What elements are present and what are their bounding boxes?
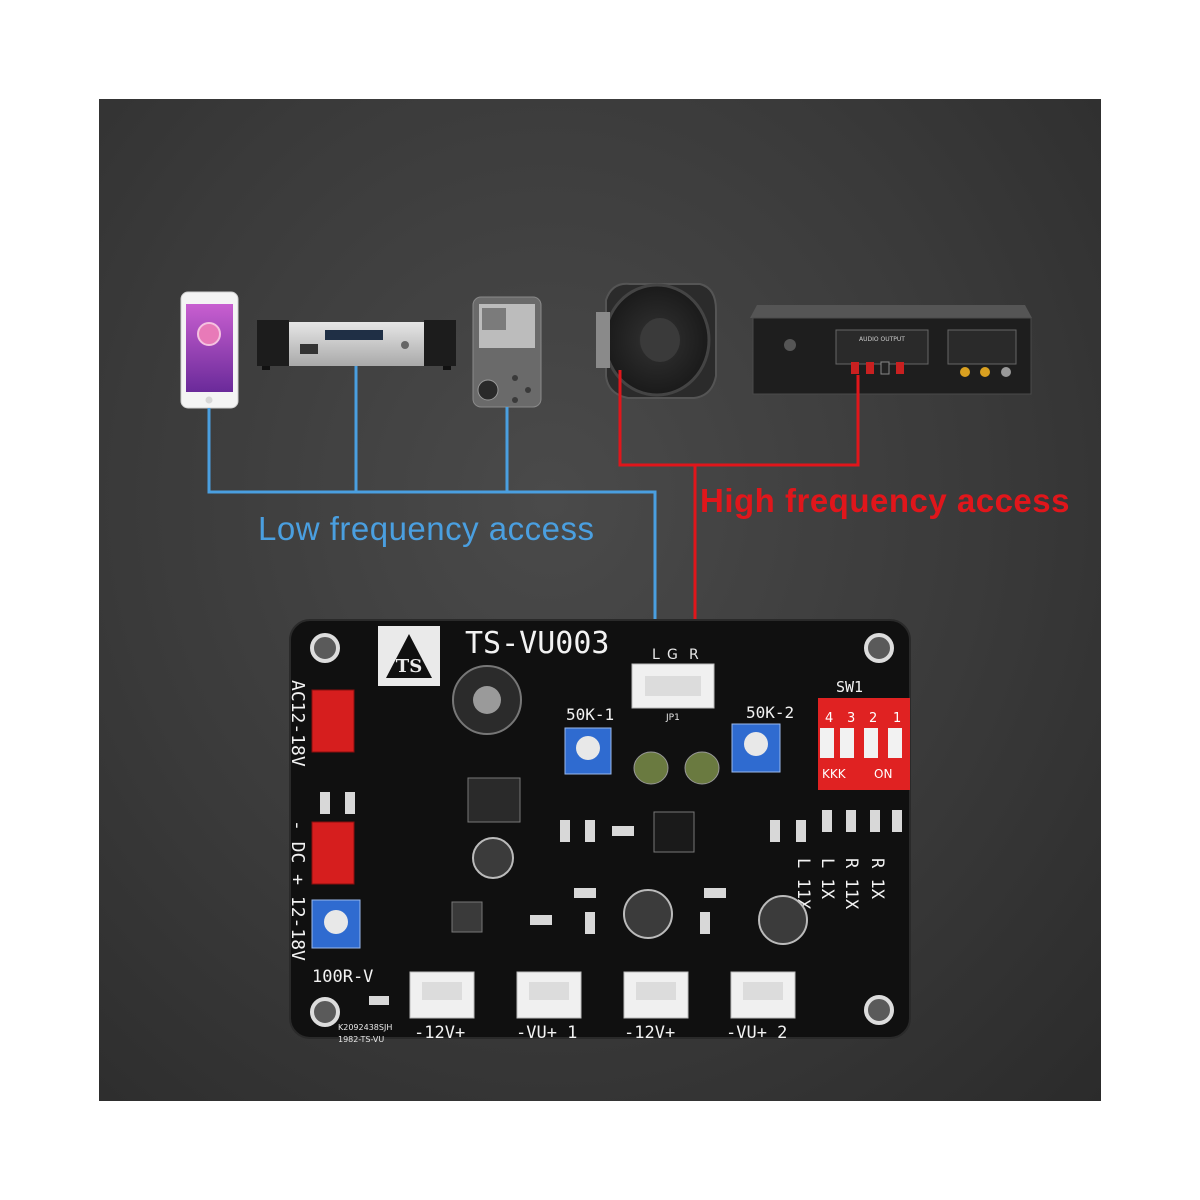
svg-text:1: 1	[893, 711, 901, 726]
ts-logo: TS	[378, 626, 440, 686]
dc-power-connector	[311, 821, 355, 885]
pot-50k-2	[731, 723, 781, 773]
mounting-hole	[864, 995, 894, 1025]
inductor-l1	[451, 901, 483, 933]
svg-text:2: 2	[869, 711, 877, 726]
pot-50k-1	[564, 727, 612, 775]
amplifier-icon: AUDIO OUTPUT	[750, 305, 1032, 395]
audio-player-icon	[257, 320, 456, 370]
smartphone-icon	[180, 291, 239, 409]
svg-text:3: 3	[847, 711, 855, 726]
speaker-icon	[596, 282, 717, 399]
high-frequency-label: High frequency access	[700, 482, 1070, 519]
gain-l-11x: L 11X	[793, 858, 813, 910]
pot-right-label: 50K-2	[746, 703, 794, 722]
switch-label: SW1	[836, 678, 863, 696]
capacitor-c5	[758, 895, 808, 945]
svg-text:ON: ON	[874, 767, 892, 781]
low-frequency-wire	[207, 366, 657, 655]
ac-power-label: AC12-18V	[287, 680, 308, 767]
mounting-hole	[310, 633, 340, 663]
gain-l-1x: L 1X	[817, 858, 837, 900]
bottom-label-2: -VU+ 1	[516, 1023, 577, 1043]
svg-text:TS: TS	[396, 656, 422, 677]
smd-resistors	[320, 792, 902, 1005]
connector-jp4	[516, 971, 582, 1019]
capacitor-c4	[684, 751, 720, 785]
pot-bottom-label: 100R-V	[312, 967, 373, 987]
gain-r-1x: R 1X	[867, 858, 887, 900]
dc-power-label: - DC + 12-18V	[287, 820, 308, 961]
pin-g: G	[667, 647, 678, 663]
capacitor-c7	[623, 889, 673, 939]
amp-output-label: AUDIO OUTPUT	[859, 336, 905, 343]
pin-r: R	[689, 647, 699, 663]
mounting-hole	[864, 633, 894, 663]
pcb-model: TS-VU003	[465, 626, 610, 661]
bottom-label-4: -VU+ 2	[726, 1023, 787, 1043]
low-frequency-label: Low frequency access	[258, 510, 595, 547]
pin-l: L	[652, 647, 660, 663]
ac-power-connector	[311, 689, 355, 753]
svg-text:KKK: KKK	[822, 767, 847, 781]
capacitor-c6	[633, 751, 669, 785]
jp1-label: JP1	[665, 713, 680, 723]
bottom-label-3: -12V+	[624, 1023, 675, 1043]
gain-r-11x: R 11X	[841, 858, 861, 910]
bottom-label-1: -12V+	[414, 1023, 465, 1043]
regulator-u1	[467, 777, 521, 823]
dip-switch-sw1: 4 3 2 1 KKK ON	[818, 698, 910, 790]
pot-left-label: 50K-1	[566, 705, 614, 724]
ic-u3	[653, 811, 695, 853]
connector-jp5	[730, 971, 796, 1019]
pcb-date-code: 1982-TS-VU	[338, 1035, 384, 1044]
pot-100r-v	[311, 899, 361, 949]
svg-text:4: 4	[825, 711, 833, 726]
portable-player-icon	[472, 296, 542, 408]
capacitor-c1	[472, 837, 514, 879]
mounting-hole	[310, 997, 340, 1027]
pcb-serial: K2092438SJH	[338, 1023, 392, 1032]
connector-jp3	[623, 971, 689, 1019]
connector-jp2	[409, 971, 475, 1019]
vu-driver-pcb: TS TS-VU003 L G R JP1 AC12-18V - DC + 12…	[287, 619, 911, 1044]
